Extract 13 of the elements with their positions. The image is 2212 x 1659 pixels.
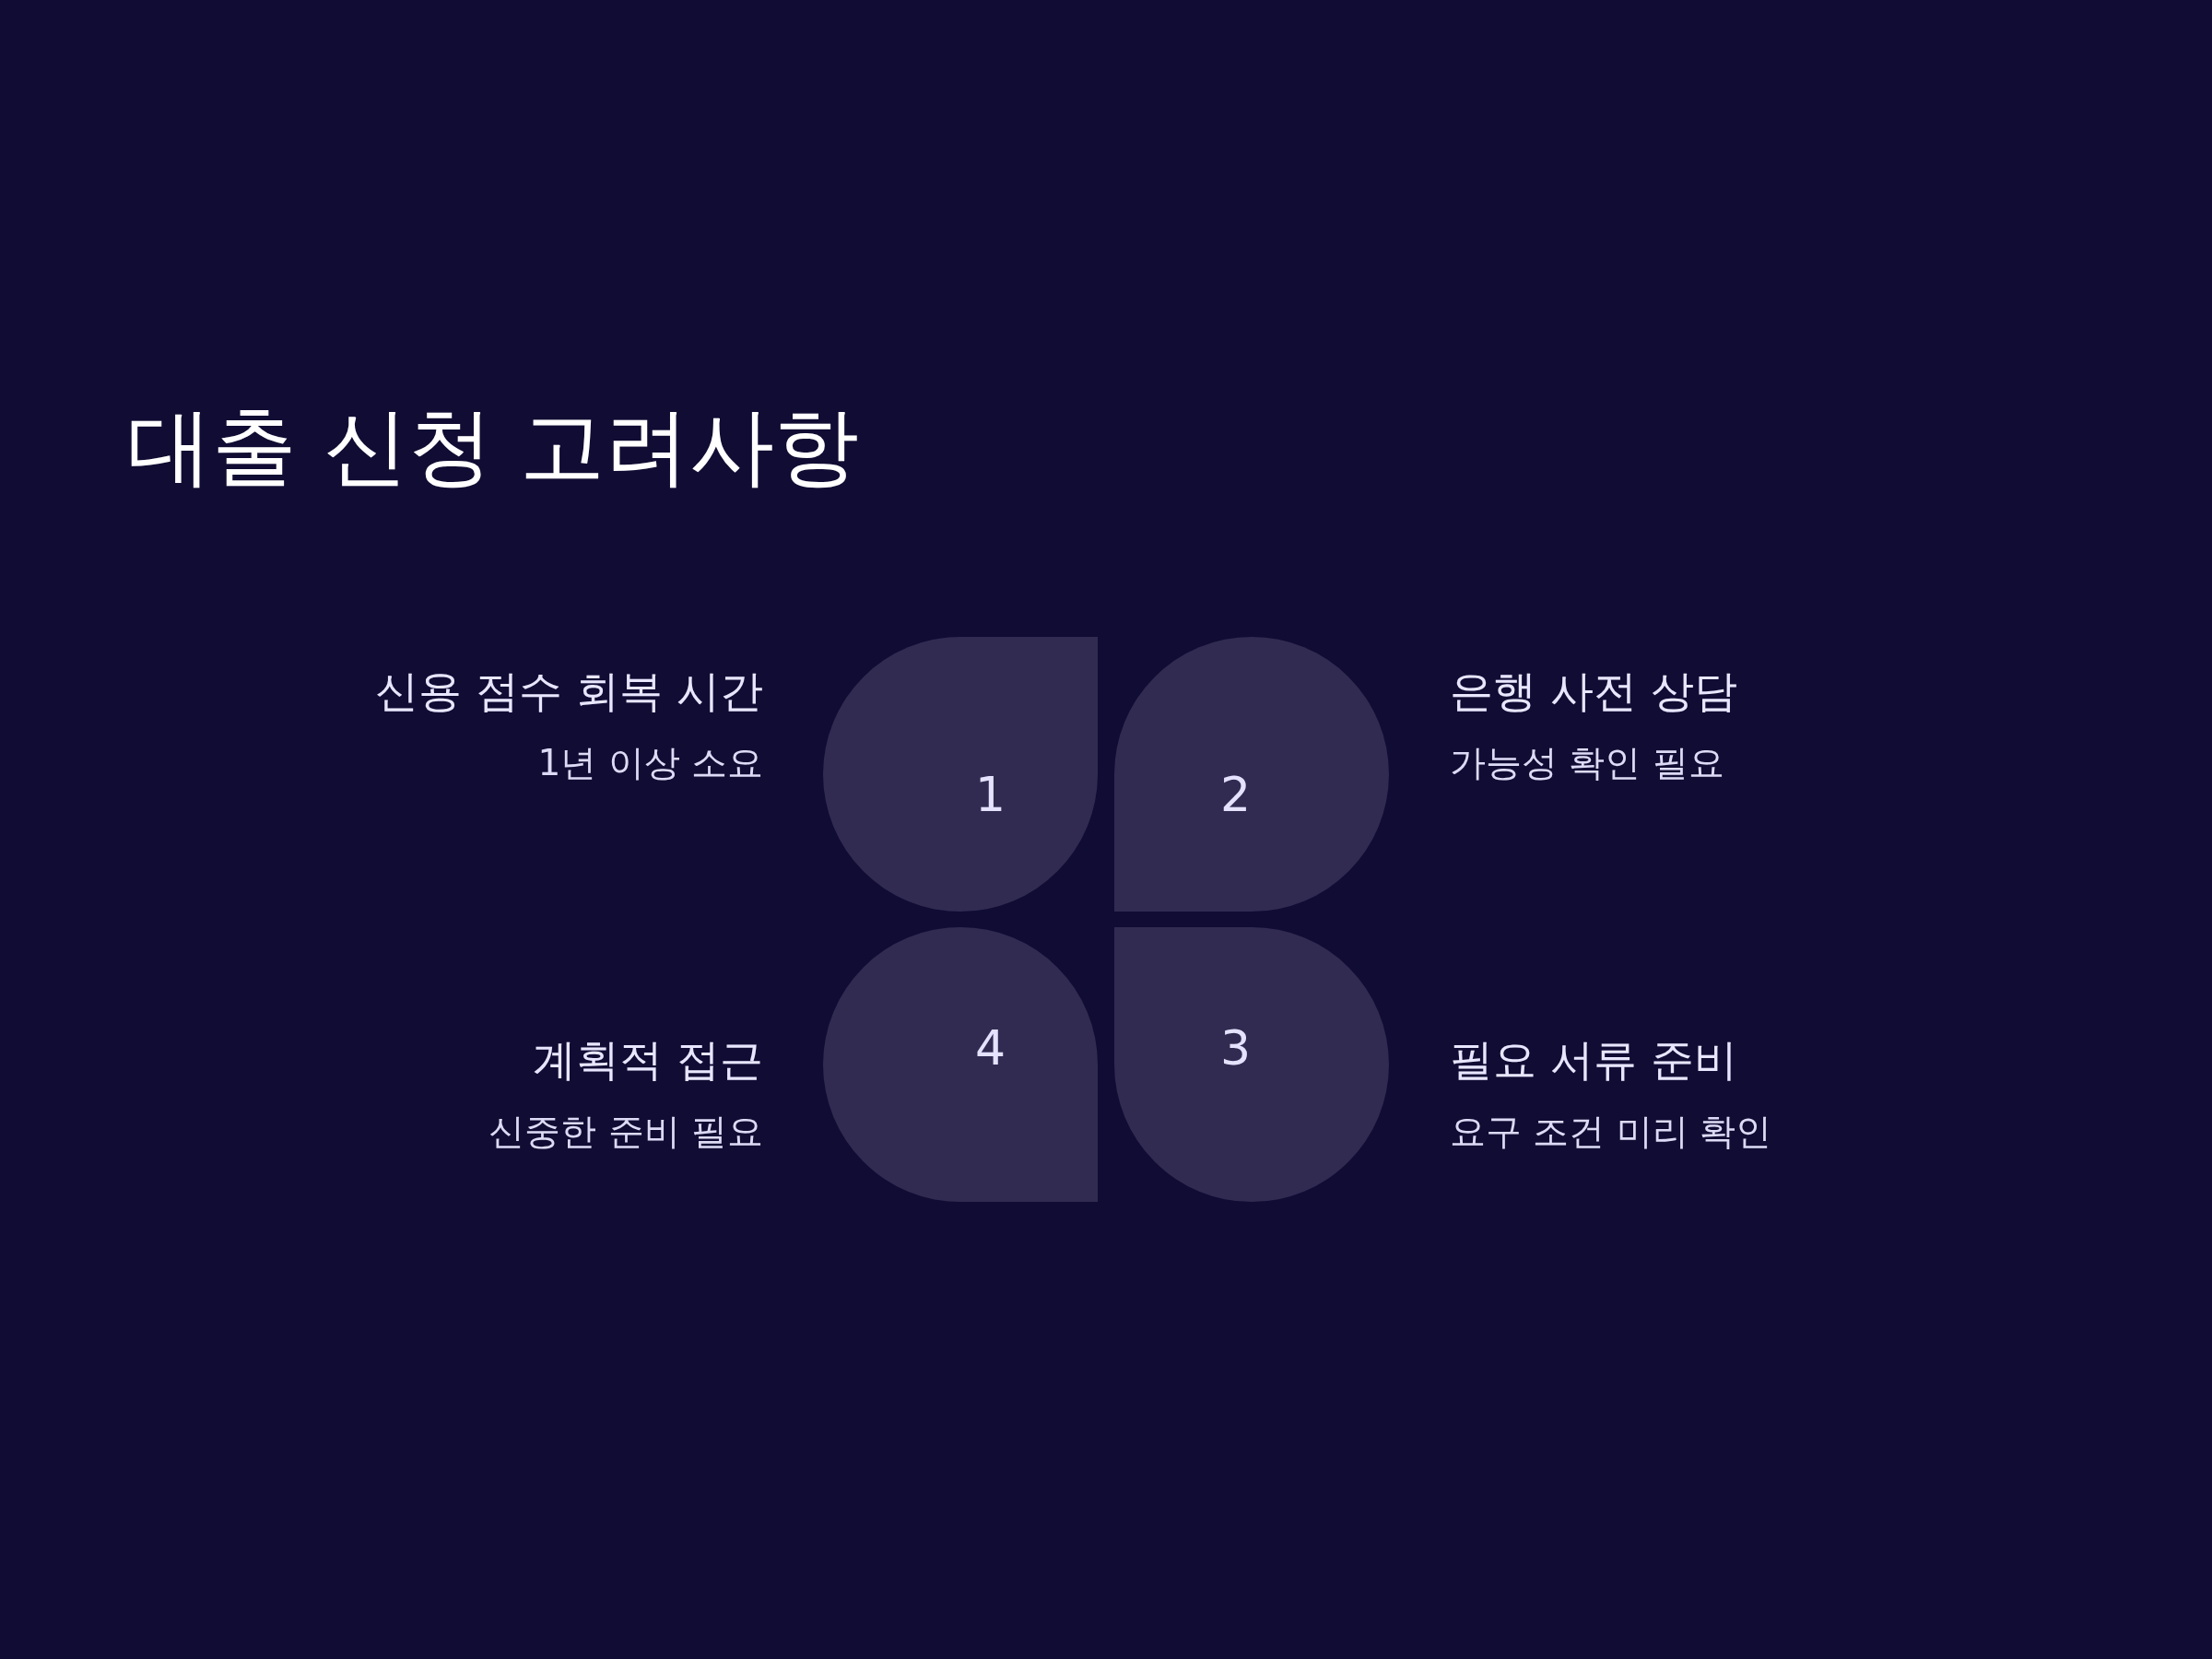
step-number: 2 xyxy=(1220,771,1252,818)
item-heading: 필요 서류 준비 xyxy=(1450,1034,1737,1087)
slide-title: 대출 신청 고려사항 xyxy=(127,396,860,498)
item-heading: 계획적 접근 xyxy=(533,1034,763,1087)
item-description: 신중한 준비 필요 xyxy=(488,1111,763,1154)
step-number: 1 xyxy=(975,771,1006,818)
item-heading: 신용 점수 회복 시간 xyxy=(375,665,763,718)
item-description: 1년 이상 소요 xyxy=(537,742,763,785)
item-description: 요구 조건 미리 확인 xyxy=(1450,1111,1772,1154)
item-heading: 은행 사전 상담 xyxy=(1450,665,1737,718)
step-number: 3 xyxy=(1220,1024,1252,1072)
item-description: 가능성 확인 필요 xyxy=(1450,742,1724,785)
step-number: 4 xyxy=(975,1024,1006,1072)
